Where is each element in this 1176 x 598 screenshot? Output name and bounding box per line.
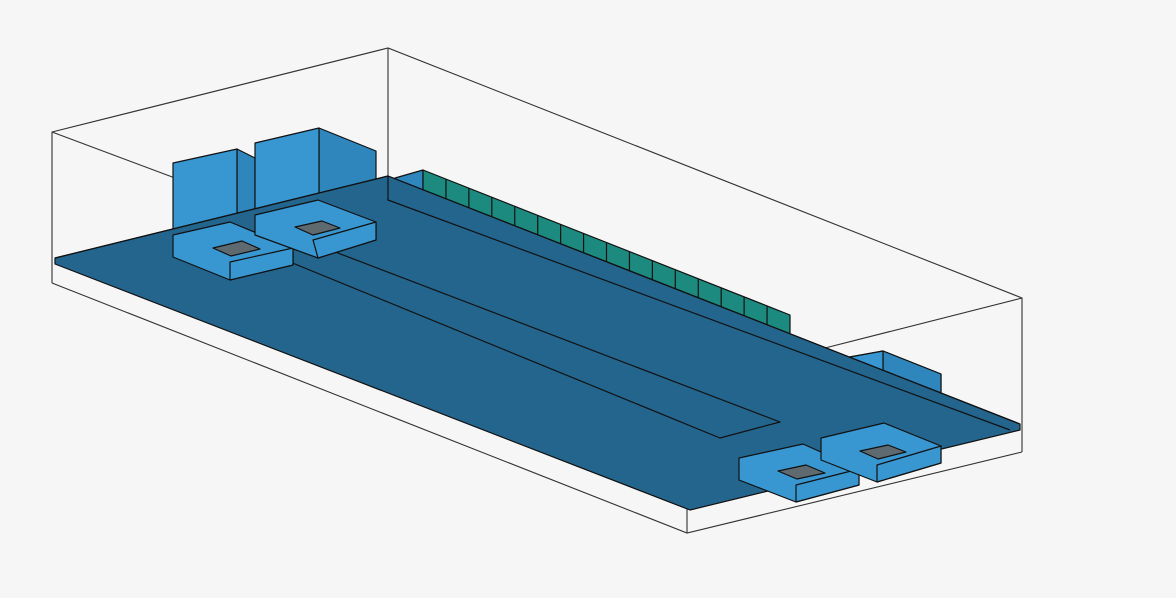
circuit-board[interactable] — [54, 175, 1021, 511]
socket-2[interactable] — [254, 199, 377, 259]
bounding-box — [51, 47, 1023, 534]
socket-4[interactable] — [820, 422, 942, 483]
